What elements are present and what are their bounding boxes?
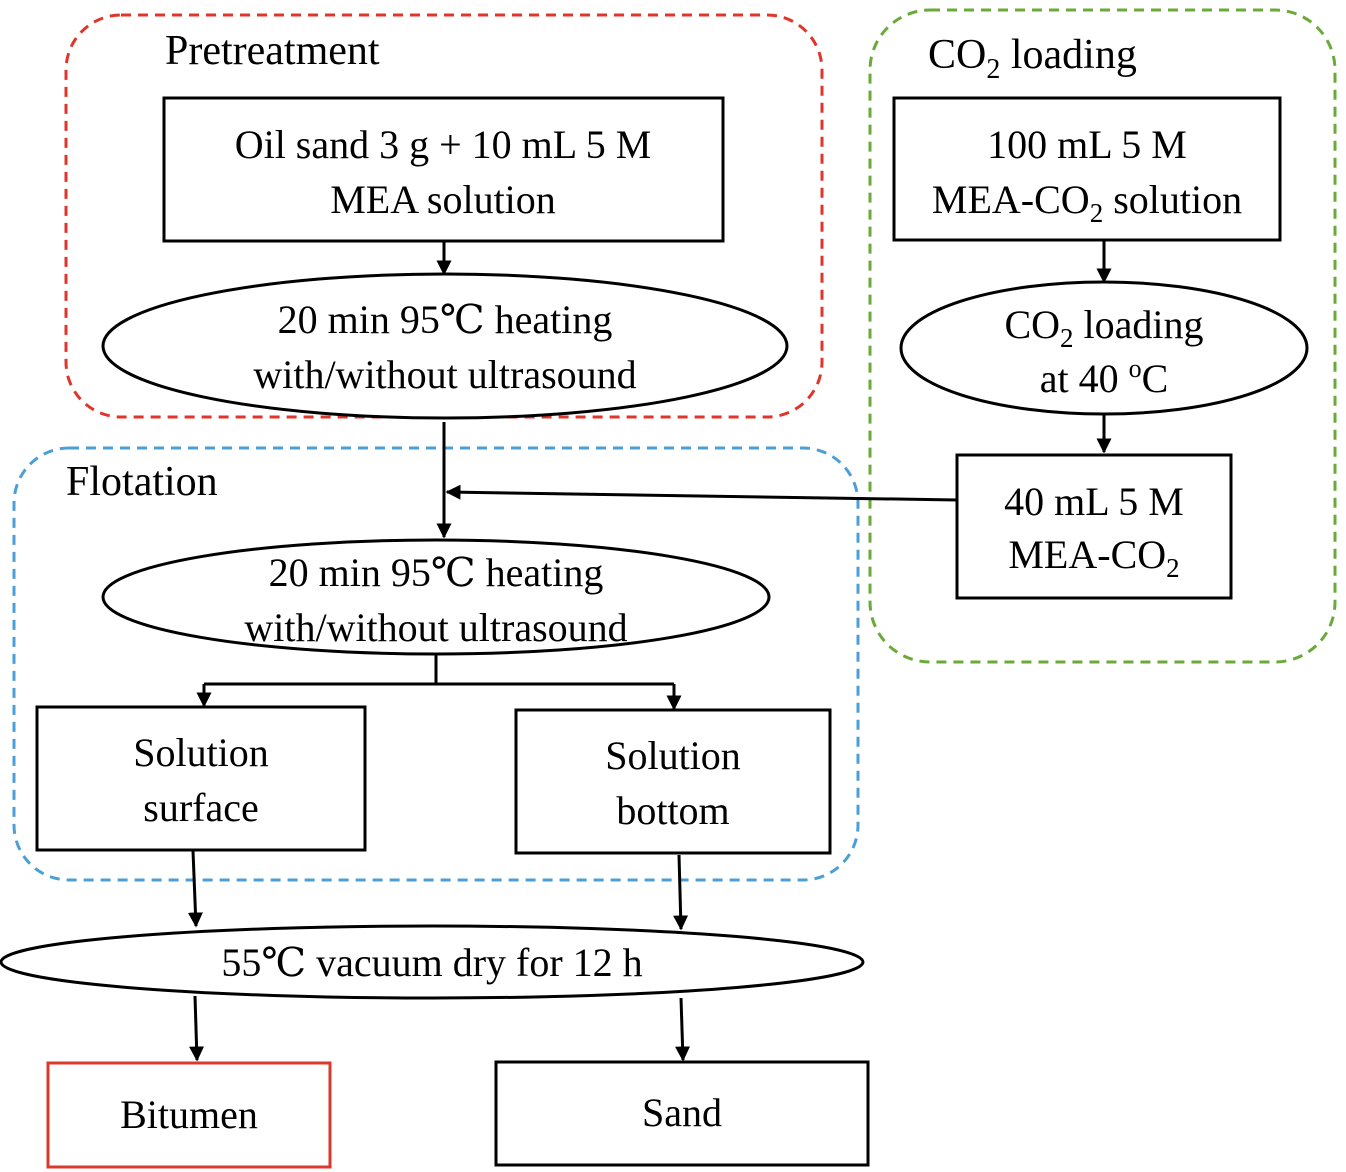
mea-co2-100-line1: 100 mL 5 M <box>987 122 1187 167</box>
sand-box <box>494 1060 870 1167</box>
arrow-dry-to-sand <box>675 997 691 1062</box>
mea-co2-40-line2: MEA-CO2 <box>1008 532 1179 583</box>
oil-sand-line2: MEA solution <box>330 177 556 222</box>
mea-co2-40-line2-sub: 2 <box>1166 553 1180 583</box>
mea-co2-100-line2-suffix: solution <box>1103 177 1242 222</box>
vacuum-dry-label: 55℃ vacuum dry for 12 h <box>221 940 642 985</box>
flot-heating-line2: with/without ultrasound <box>244 605 627 650</box>
pretreatment-label: Pretreatment <box>165 28 380 74</box>
flotation-group <box>12 446 860 882</box>
co2-loading-step-line2: at 40 oC <box>1040 354 1169 401</box>
mea-co2-100-box <box>892 96 1282 242</box>
co2-loading-group <box>868 8 1337 664</box>
co2-loading-ellipse <box>899 280 1309 416</box>
mea-co2-40-line1: 40 mL 5 M <box>1004 479 1184 524</box>
mea-co2-100-line2-prefix: MEA-CO <box>932 177 1090 222</box>
bitumen-label: Bitumen <box>120 1092 258 1137</box>
solution-surface-line1: Solution <box>133 730 269 775</box>
co2-loading-label-prefix: CO <box>928 32 986 78</box>
pre-heating-line2: with/without ultrasound <box>253 352 636 397</box>
solution-bottom-box <box>514 708 832 855</box>
bitumen-box <box>46 1061 332 1169</box>
co2-loading-step-line1-prefix: CO <box>1004 302 1060 347</box>
pre-heating-ellipse <box>101 272 789 420</box>
co2-loading-label-suffix: loading <box>1000 32 1136 78</box>
mea-co2-40-line2-prefix: MEA-CO <box>1008 532 1166 577</box>
solution-surface-line2: surface <box>143 785 258 830</box>
co2-loading-label-sub: 2 <box>986 54 1000 85</box>
mea-co2-100-line2-sub: 2 <box>1090 198 1104 228</box>
co2-loading-step-line1-suffix: loading <box>1074 302 1204 347</box>
arrow-mea-co2-to-flotation <box>445 484 958 502</box>
co2-loading-step-line2-sup: o <box>1129 354 1142 383</box>
co2-loading-label: CO2 loading <box>928 32 1137 85</box>
co2-loading-step-line1-sub: 2 <box>1060 323 1074 353</box>
arrow-bottom-to-dry <box>673 854 689 931</box>
solution-surface-box <box>35 705 367 852</box>
flot-heating-line1: 20 min 95℃ heating <box>269 550 604 595</box>
solution-bottom-line2: bottom <box>616 788 729 833</box>
co2-loading-step-line1: CO2 loading <box>1004 302 1203 353</box>
solution-bottom-line1: Solution <box>605 733 741 778</box>
mea-co2-100-line2: MEA-CO2 solution <box>932 177 1242 228</box>
oil-sand-box <box>162 96 725 243</box>
flotation-label: Flotation <box>66 459 218 505</box>
arrow-dry-to-bitumen <box>189 995 205 1062</box>
vacuum-dry-ellipse <box>0 924 865 1000</box>
pre-heating-line1: 20 min 95℃ heating <box>278 297 613 342</box>
flot-heating-ellipse <box>101 538 771 656</box>
co2-loading-step-line2-suffix: C <box>1142 356 1169 401</box>
oil-sand-line1: Oil sand 3 g + 10 mL 5 M <box>235 122 652 167</box>
mea-co2-40-box <box>955 453 1233 600</box>
sand-label: Sand <box>642 1090 722 1135</box>
arrow-surface-to-dry <box>187 850 203 928</box>
co2-loading-step-line2-prefix: at 40 <box>1040 356 1129 401</box>
